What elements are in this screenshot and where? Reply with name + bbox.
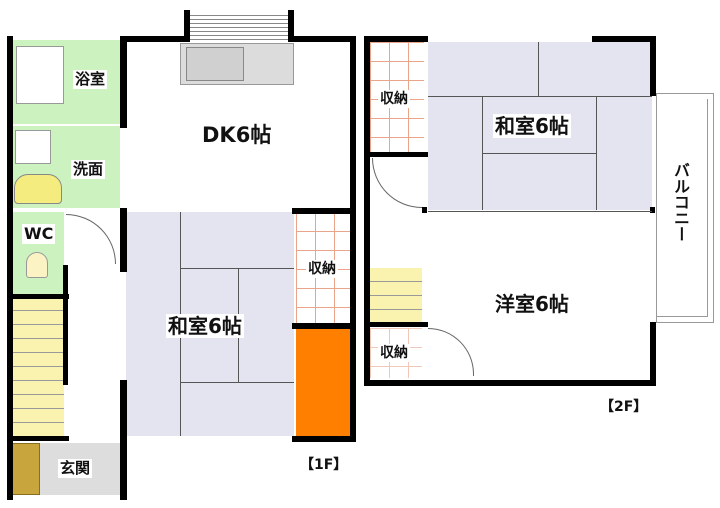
balcony-inner: [656, 99, 708, 317]
room-label-washroom: 洗面: [71, 160, 106, 179]
door-arc-2f-bottom: [428, 328, 474, 376]
room-label-entrance: 玄関: [58, 459, 93, 478]
shower-tray: [15, 130, 51, 164]
floor-label-1f: 【1F】: [298, 456, 350, 474]
room-label-storage-2f-bottom: 収納: [378, 344, 410, 362]
bathtub: [16, 46, 64, 104]
floor-1-plan: 浴室 洗面 DK6帖 WC 和室6帖 収納 玄関 【1F】: [7, 10, 356, 500]
room-label-storage-1f: 収納: [306, 260, 338, 278]
closet-accent: [296, 328, 350, 436]
shoe-box: [12, 443, 40, 495]
room-label-youshitsu: 洋室6帖: [493, 292, 571, 316]
stairs-2f: [370, 268, 422, 322]
stairs-1f: [12, 297, 64, 437]
storage-1f: [296, 212, 350, 324]
room-label-balcony: バルコニー: [670, 160, 690, 244]
sink: [186, 47, 244, 81]
floor-label-2f: 【2F】: [598, 398, 650, 416]
toilet-icon: [26, 252, 48, 278]
room-label-dk: DK6帖: [200, 123, 274, 148]
kitchen-window: [184, 12, 292, 40]
room-label-wc: WC: [22, 224, 56, 244]
door-arc-2f-top: [372, 158, 422, 208]
door-arc-wc: [66, 214, 116, 264]
room-label-bathroom: 浴室: [73, 70, 108, 89]
floor-2-plan: 収納 和室6帖 洋室6帖 収納 バルコニー 【2F】: [360, 0, 720, 508]
room-label-washitsu-1f: 和室6帖: [166, 314, 244, 338]
washbasin-icon: [14, 174, 62, 204]
room-label-washitsu-2f: 和室6帖: [493, 114, 571, 138]
balcony: [656, 93, 714, 323]
room-label-storage-2f-top: 収納: [378, 90, 410, 108]
